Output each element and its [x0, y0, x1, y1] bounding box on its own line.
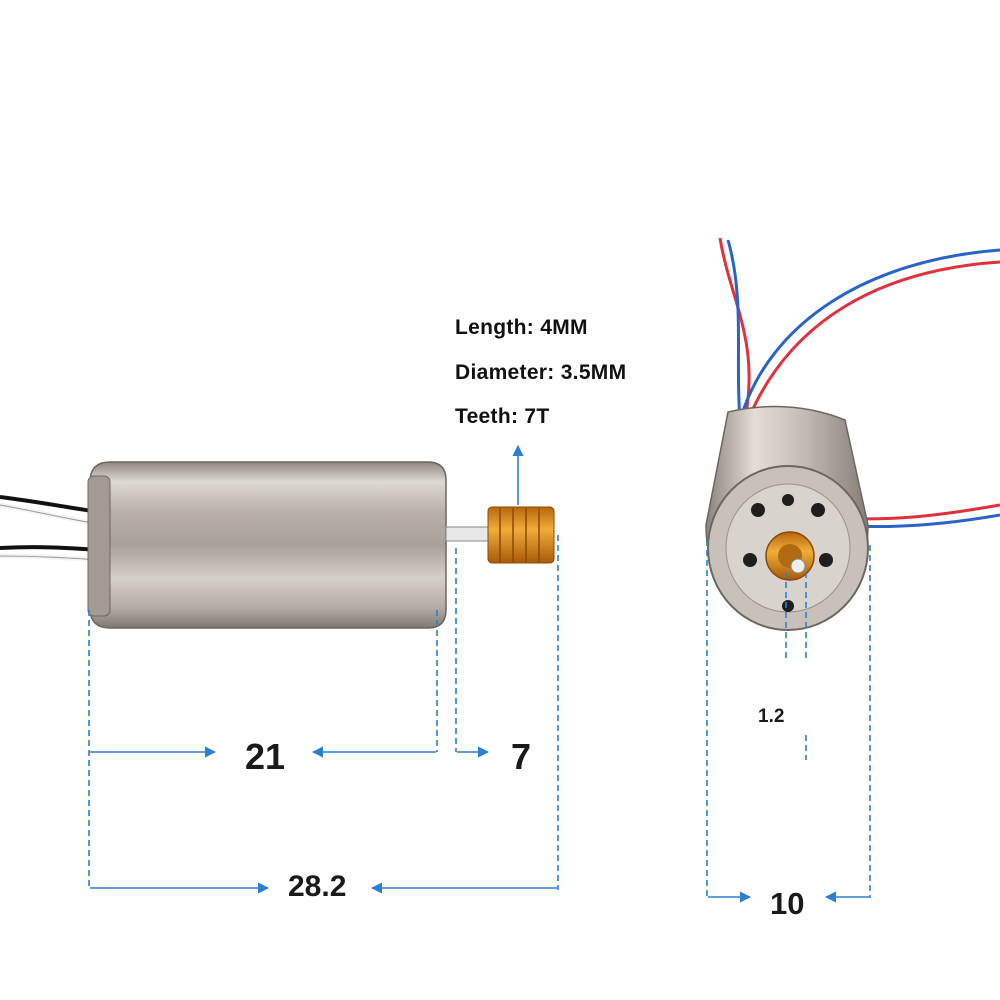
motor-end-cap: [87, 475, 111, 617]
pinion-gear: [487, 506, 555, 564]
dimension-lines: [88, 444, 871, 903]
spec-diameter-label: Diameter: 3.5MM: [455, 361, 627, 384]
motor-body: [89, 461, 447, 629]
spec-length-label: Length: 4MM: [455, 316, 588, 339]
shaft-diameter-dimension: 1.2: [758, 706, 785, 727]
vent-holes: [743, 494, 833, 612]
lead-wires-right: [718, 237, 1000, 529]
total-length-dimension: 28.2: [288, 870, 347, 903]
lead-wires-left: [0, 495, 101, 563]
spec-teeth-label: Teeth: 7T: [455, 405, 550, 428]
motor-shaft: [445, 526, 491, 542]
end-pinion-gear: [765, 531, 815, 581]
body-length-dimension: 21: [245, 736, 286, 777]
shaft-length-dimension: 7: [511, 736, 532, 777]
diameter-dimension: 10: [770, 886, 805, 921]
motor-side-view: [0, 461, 555, 629]
motor-end-view: [705, 237, 1000, 631]
